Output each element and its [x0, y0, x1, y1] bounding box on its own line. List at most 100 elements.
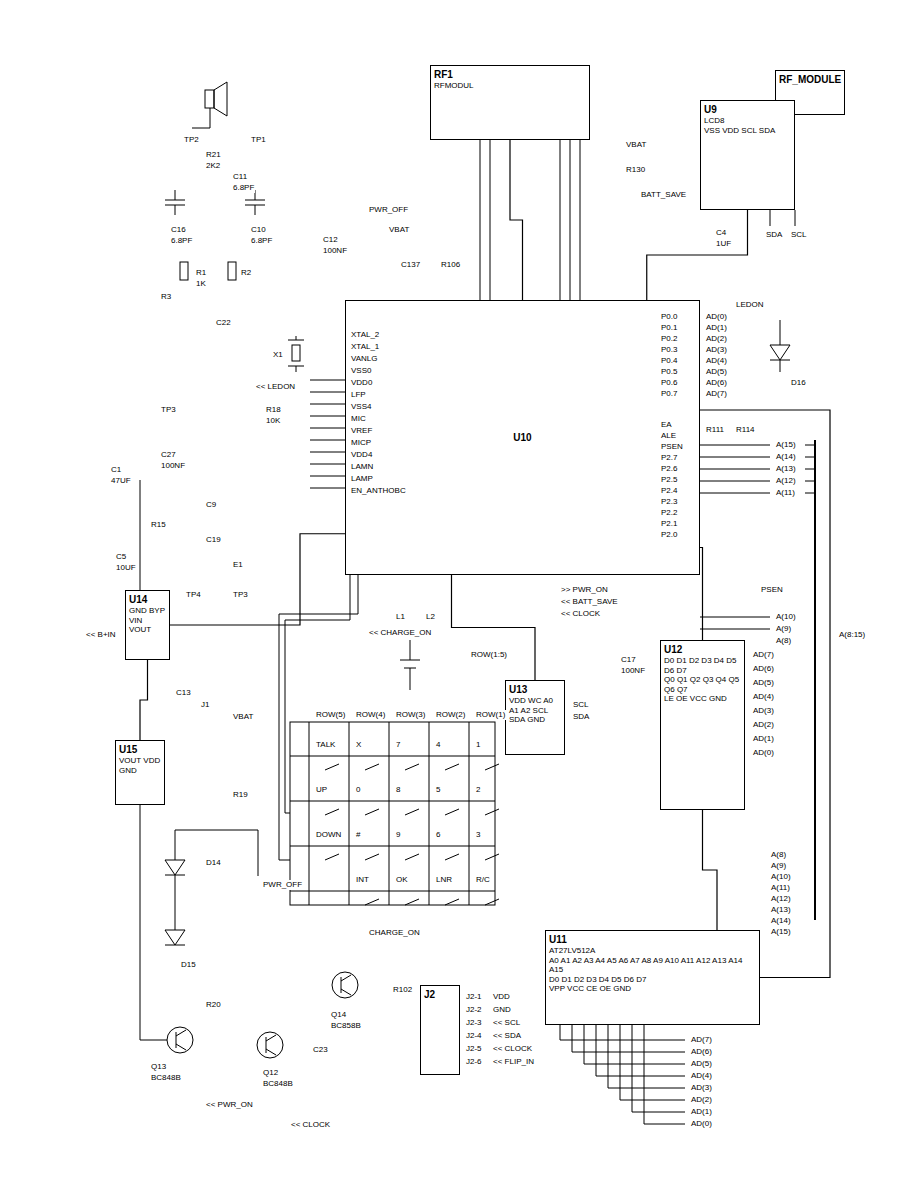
wire-connector [170, 534, 345, 625]
signal-label: P2.4 [660, 486, 678, 496]
signal-label: PSEN [660, 442, 684, 452]
diode-symbol [165, 830, 258, 945]
signal-label: 6.8PF [232, 183, 255, 193]
signal-label: INT [355, 875, 370, 885]
signal-label: 1 [475, 740, 481, 750]
signal-label: >> PWR_ON [560, 585, 609, 595]
signal-label: P2.2 [660, 508, 678, 518]
signal-label: 47UF [110, 476, 132, 486]
switch-symbol [365, 854, 379, 860]
signal-label: R130 [625, 165, 646, 175]
resistor-symbol [228, 262, 236, 280]
signal-label: 9 [395, 830, 401, 840]
pin-list: VSS VDD SCL SDA [704, 126, 791, 136]
signal-label: Q14 [330, 1010, 347, 1020]
switch-symbol [405, 854, 419, 860]
signal-label: C12 [322, 235, 339, 245]
signal-label: DOWN [315, 830, 342, 840]
signal-label: AD(4) [752, 692, 775, 702]
wire [480, 140, 580, 300]
signal-label: 1UF [715, 239, 732, 249]
signal-label: ROW(5) [315, 710, 346, 720]
signal-label: C22 [215, 318, 232, 328]
part-reference: RF_MODULE [779, 74, 841, 86]
signal-label: MICP [350, 438, 372, 448]
signal-label: AD(0) [705, 312, 728, 322]
signal-label: LAMP [350, 474, 374, 484]
signal-label: 6 [435, 830, 441, 840]
signal-label: BC858B [330, 1021, 362, 1031]
signal-label: BC848B [150, 1073, 182, 1083]
address-bus [814, 440, 816, 920]
part-reference: U10 [513, 432, 531, 444]
switch-symbol [485, 764, 499, 770]
signal-label: R18 [265, 405, 282, 415]
signal-label: Q12 [262, 1068, 279, 1078]
switch-symbol [445, 854, 459, 860]
signal-label: J2-3 [465, 1018, 483, 1028]
resistor-symbol [180, 262, 188, 280]
signal-label: << B+IN [85, 630, 117, 640]
signal-label: P0.7 [660, 389, 678, 399]
signal-label: TALK [315, 740, 336, 750]
signal-label: A(8) [775, 636, 792, 646]
signal-label: C23 [312, 1045, 329, 1055]
signal-label: VREF [350, 426, 373, 436]
crystal-symbol [292, 345, 300, 361]
pin-list: GND BYP VIN VOUT [129, 606, 166, 635]
signal-label: VDD4 [350, 450, 373, 460]
wire-connector [647, 210, 748, 300]
signal-label: # [355, 830, 361, 840]
signal-label: A(13) [770, 905, 792, 915]
signal-label: J2-5 [465, 1044, 483, 1054]
switch-symbol [405, 809, 419, 815]
signal-label: C19 [205, 535, 222, 545]
signal-label: P0.5 [660, 367, 678, 377]
part-reference: U14 [129, 594, 166, 606]
signal-label: 7 [395, 740, 401, 750]
wire-connector [703, 810, 718, 930]
wire-connector [510, 140, 523, 300]
transistor-symbol [332, 972, 358, 998]
wire [805, 445, 815, 493]
switch-symbol [405, 764, 419, 770]
signal-label: R2 [240, 268, 252, 278]
signal-label: 4 [435, 740, 441, 750]
signal-label: 6.8PF [170, 236, 193, 246]
signal-label: P0.2 [660, 334, 678, 344]
signal-label: R15 [150, 520, 167, 530]
wire-connector [700, 548, 703, 641]
signal-label: LNR [435, 875, 453, 885]
switch-symbol [445, 899, 459, 905]
signal-label: OK [395, 875, 409, 885]
signal-label: C137 [400, 260, 421, 270]
wire-connector [140, 660, 148, 740]
part-reference: J2 [424, 989, 456, 1001]
signal-label: A(12) [770, 894, 792, 904]
signal-label: 100NF [322, 246, 348, 256]
signal-label: A(14) [775, 452, 797, 462]
signal-label: LEDON [735, 300, 765, 310]
signal-label: R21 [205, 150, 222, 160]
signal-label: J2-1 [465, 992, 483, 1002]
pin-list: RFMODUL [434, 81, 586, 91]
signal-label: P0.6 [660, 378, 678, 388]
signal-label: P2.7 [660, 453, 678, 463]
signal-label: A(9) [770, 861, 787, 871]
signal-label: D16 [790, 378, 807, 388]
signal-label: A(12) [775, 476, 797, 486]
signal-label: << CHARGE_ON [368, 628, 432, 638]
capacitor-symbol [245, 190, 265, 215]
switch-symbol [445, 764, 459, 770]
switch-symbol [365, 899, 379, 905]
signal-label: 10UF [115, 563, 137, 573]
signal-label: C9 [205, 500, 217, 510]
switch-symbol [485, 854, 499, 860]
signal-label: 1K [195, 279, 207, 289]
signal-label: SDA [765, 230, 783, 240]
signal-label: A(10) [770, 872, 792, 882]
signal-label: A(13) [775, 464, 797, 474]
signal-label: AD(0) [690, 1119, 713, 1129]
signal-label: R1 [195, 268, 207, 278]
signal-label: GND [492, 1005, 512, 1015]
